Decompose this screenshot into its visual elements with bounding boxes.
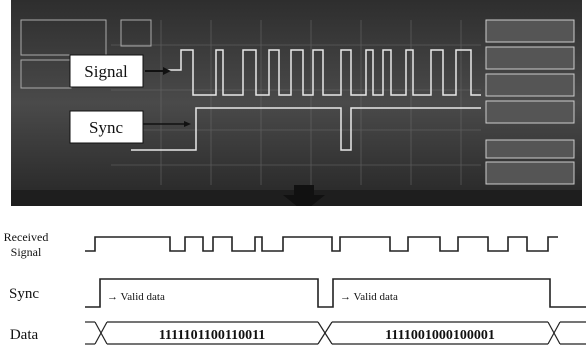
- valid-data-annotation-2: → Valid data: [340, 291, 398, 303]
- received-label-line1: Received: [4, 230, 49, 244]
- scope-menu-button[interactable]: [486, 47, 574, 69]
- signal-label: Signal: [84, 62, 128, 81]
- sync-row-label: Sync: [9, 286, 39, 302]
- down-arrow-shaft: [294, 185, 314, 195]
- oscilloscope-screenshot: Signal Sync: [11, 0, 582, 206]
- sync-label: Sync: [89, 118, 123, 137]
- scope-menu-button[interactable]: [486, 74, 574, 96]
- received-label-line2: Signal: [11, 245, 42, 259]
- data-frame-2-bits: 1111001000100001: [385, 328, 495, 343]
- timing-diagram: Received Signal Sync Data → Valid data →…: [0, 206, 586, 353]
- received-signal-waveform: [85, 237, 558, 251]
- scope-menu-button[interactable]: [486, 140, 574, 158]
- data-row-label: Data: [10, 327, 39, 343]
- scope-menu-button[interactable]: [486, 20, 574, 42]
- data-frame-1-bits: 1111101100110011: [159, 328, 266, 343]
- scope-menu-button[interactable]: [486, 162, 574, 184]
- scope-menu-button[interactable]: [486, 101, 574, 123]
- valid-data-annotation-1: → Valid data: [107, 291, 165, 303]
